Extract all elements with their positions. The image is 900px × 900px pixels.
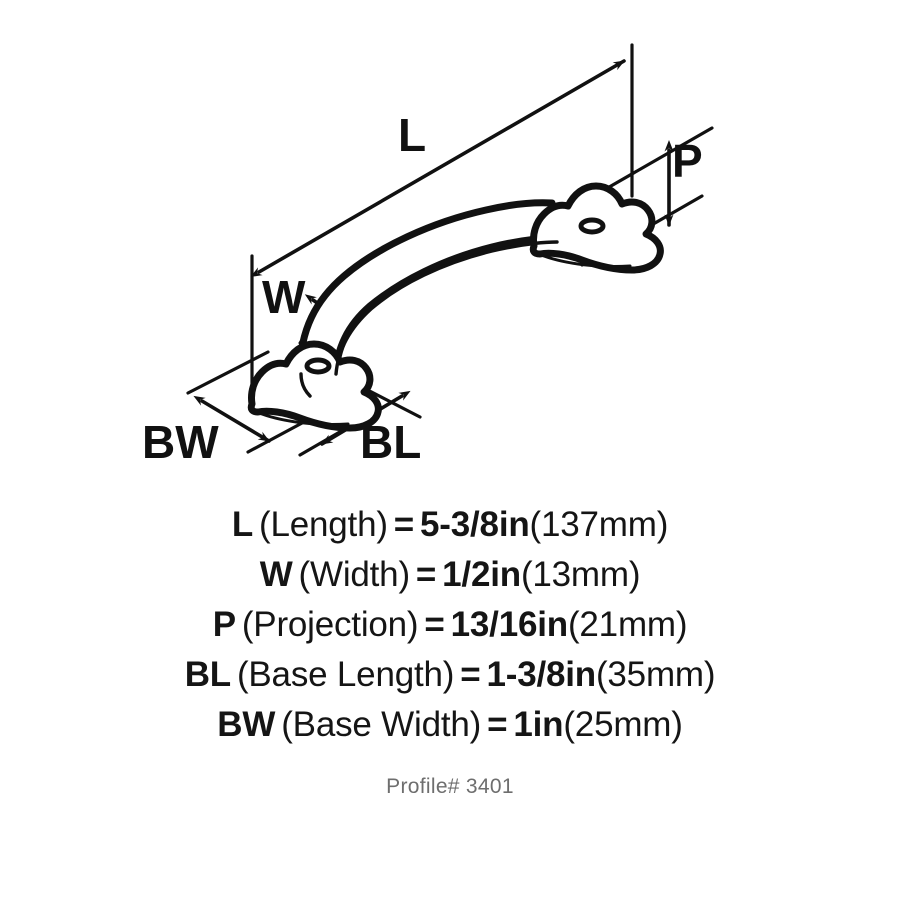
dimension-label-length: L — [398, 109, 427, 161]
spec-row-base-length: BL(Base Length)=1-3/8in(35mm) — [0, 650, 900, 700]
screw-hole-left — [304, 357, 332, 375]
foot-edge-shadows — [260, 254, 632, 426]
handle-foot-left — [247, 340, 382, 432]
spec-metric: (21mm) — [567, 605, 688, 644]
profile-number: Profile# 3401 — [386, 775, 514, 798]
screw-hole-right — [578, 217, 606, 235]
dimension-label-projection: P — [672, 135, 703, 187]
spec-imperial: 1in — [513, 705, 564, 744]
dimension-arrow-length — [250, 59, 626, 278]
spec-code: BW — [217, 705, 276, 744]
spec-code: BL — [184, 655, 231, 694]
spec-equals: = — [460, 655, 481, 694]
spec-name: (Projection) — [241, 605, 419, 644]
spec-row-width: W(Width)=1/2in(13mm) — [0, 550, 900, 600]
spec-metric: (137mm) — [529, 505, 669, 544]
specification-list: L(Length)=5-3/8in(137mm) W(Width)=1/2in(… — [0, 500, 900, 750]
spec-name: (Width) — [298, 555, 411, 594]
spec-code: W — [259, 555, 293, 594]
dimension-label-base-width: BW — [142, 416, 219, 468]
handle-thickness-lines — [299, 240, 559, 398]
product-dimension-drawing: L P W BW BL — [142, 43, 714, 468]
spec-code: P — [212, 605, 236, 644]
spec-name: (Base Width) — [281, 705, 482, 744]
spec-imperial: 13/16in — [450, 605, 568, 644]
spec-equals: = — [487, 705, 508, 744]
spec-equals: = — [424, 605, 445, 644]
witness-line-base-left — [186, 350, 270, 395]
spec-name: (Base Length) — [236, 655, 455, 694]
spec-imperial: 1-3/8in — [486, 655, 596, 694]
spec-row-length: L(Length)=5-3/8in(137mm) — [0, 500, 900, 550]
spec-imperial: 5-3/8in — [420, 505, 530, 544]
spec-metric: (35mm) — [595, 655, 716, 694]
dimension-arrow-base-width — [193, 395, 271, 443]
cabinet-pull-handle — [247, 182, 664, 432]
spec-equals: = — [393, 505, 415, 544]
handle-grip-bar — [296, 199, 564, 380]
spec-row-base-width: BW(Base Width)=1in(25mm) — [0, 700, 900, 750]
spec-imperial: 1/2in — [442, 555, 521, 594]
spec-metric: (13mm) — [520, 555, 641, 594]
spec-name: (Length) — [259, 505, 388, 544]
spec-code: L — [231, 505, 254, 544]
dimension-label-width: W — [262, 271, 306, 323]
spec-row-projection: P(Projection)=13/16in(21mm) — [0, 600, 900, 650]
dimension-label-base-length: BL — [360, 416, 422, 468]
spec-equals: = — [415, 555, 437, 594]
spec-metric: (25mm) — [563, 705, 683, 744]
